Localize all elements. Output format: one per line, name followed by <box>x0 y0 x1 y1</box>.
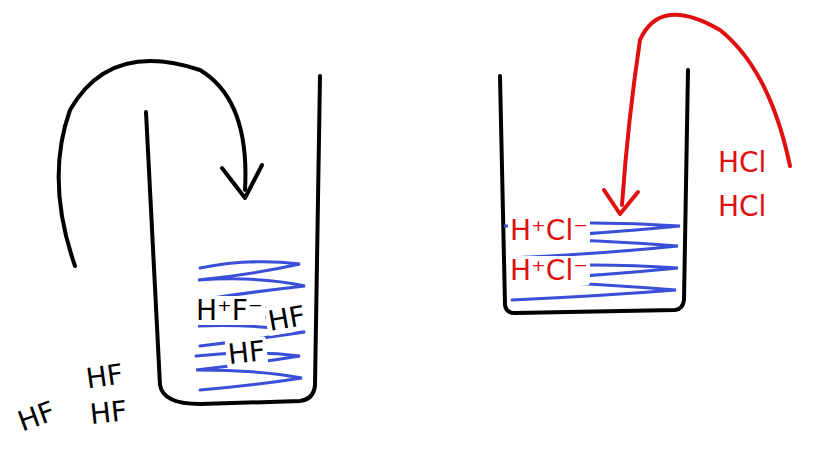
formula-label: HF <box>264 301 310 337</box>
formula-label: HF <box>12 396 61 438</box>
formula-label: HCl <box>716 148 768 177</box>
pour-arrow <box>622 15 790 205</box>
beaker <box>500 70 688 313</box>
arrow-head <box>222 165 262 198</box>
formula-label: HF <box>82 359 127 394</box>
arrow-head <box>604 190 638 214</box>
formula-label: H⁺F⁻ <box>194 296 265 325</box>
formula-label: HF <box>225 336 269 370</box>
formula-label: H⁺Cl⁻ <box>508 216 590 245</box>
formula-label: H⁺Cl⁻ <box>508 256 590 285</box>
formula-label: HCl <box>716 192 768 221</box>
beaker <box>146 76 320 404</box>
formula-label: HF <box>87 396 131 430</box>
pour-arrow <box>59 61 246 266</box>
